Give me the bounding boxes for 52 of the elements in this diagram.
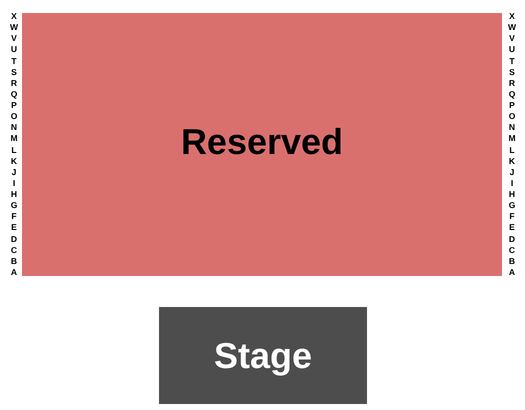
row-letter: B	[508, 256, 516, 266]
row-letter: V	[509, 34, 515, 44]
row-letter: U	[10, 45, 18, 54]
row-letter: R	[508, 78, 516, 88]
row-letter: N	[10, 123, 18, 132]
row-letter: F	[509, 212, 515, 222]
row-letter: W	[10, 23, 18, 32]
row-letter: C	[508, 246, 516, 255]
row-letter: F	[11, 212, 17, 222]
row-letter: E	[11, 223, 17, 232]
row-letter: O	[10, 112, 18, 122]
row-letter: S	[11, 68, 17, 77]
row-letter: M	[508, 134, 516, 144]
row-letter: D	[508, 234, 516, 244]
row-letter: L	[11, 146, 17, 154]
row-letter: O	[508, 112, 516, 122]
row-letter: A	[508, 268, 516, 277]
row-letter: E	[509, 223, 515, 232]
row-letter: R	[10, 78, 18, 88]
row-letter: L	[509, 146, 515, 154]
row-letter: A	[10, 268, 18, 277]
row-letter: T	[11, 56, 17, 66]
row-letter: J	[12, 168, 16, 177]
row-letter: X	[11, 12, 17, 21]
row-letter: T	[509, 56, 515, 66]
row-letter: J	[510, 168, 514, 177]
row-letter: C	[10, 246, 18, 255]
row-letter: H	[508, 190, 516, 199]
row-letter: Q	[10, 90, 18, 99]
row-letter: G	[508, 201, 516, 210]
row-letter: P	[509, 101, 515, 110]
row-letter: N	[508, 123, 516, 132]
row-letter: H	[10, 190, 18, 199]
row-letter: I	[510, 178, 514, 188]
row-letter: U	[508, 45, 516, 54]
reserved-section	[22, 13, 502, 276]
row-letter: X	[509, 12, 515, 21]
section-label: Reserved	[180, 120, 344, 162]
row-letter: V	[11, 34, 17, 44]
row-letter: G	[10, 201, 18, 210]
row-letter: B	[10, 256, 18, 266]
row-letter: Q	[508, 90, 516, 99]
row-letter: K	[10, 156, 18, 166]
row-letter: M	[10, 134, 18, 144]
row-letter: I	[12, 178, 16, 188]
row-letter: P	[11, 101, 17, 110]
row-letter: W	[508, 23, 516, 32]
row-letter: D	[10, 234, 18, 244]
stage-area	[159, 307, 367, 404]
row-letter: S	[509, 68, 515, 77]
section-label: Stage	[214, 334, 312, 376]
row-letter: K	[508, 156, 516, 166]
